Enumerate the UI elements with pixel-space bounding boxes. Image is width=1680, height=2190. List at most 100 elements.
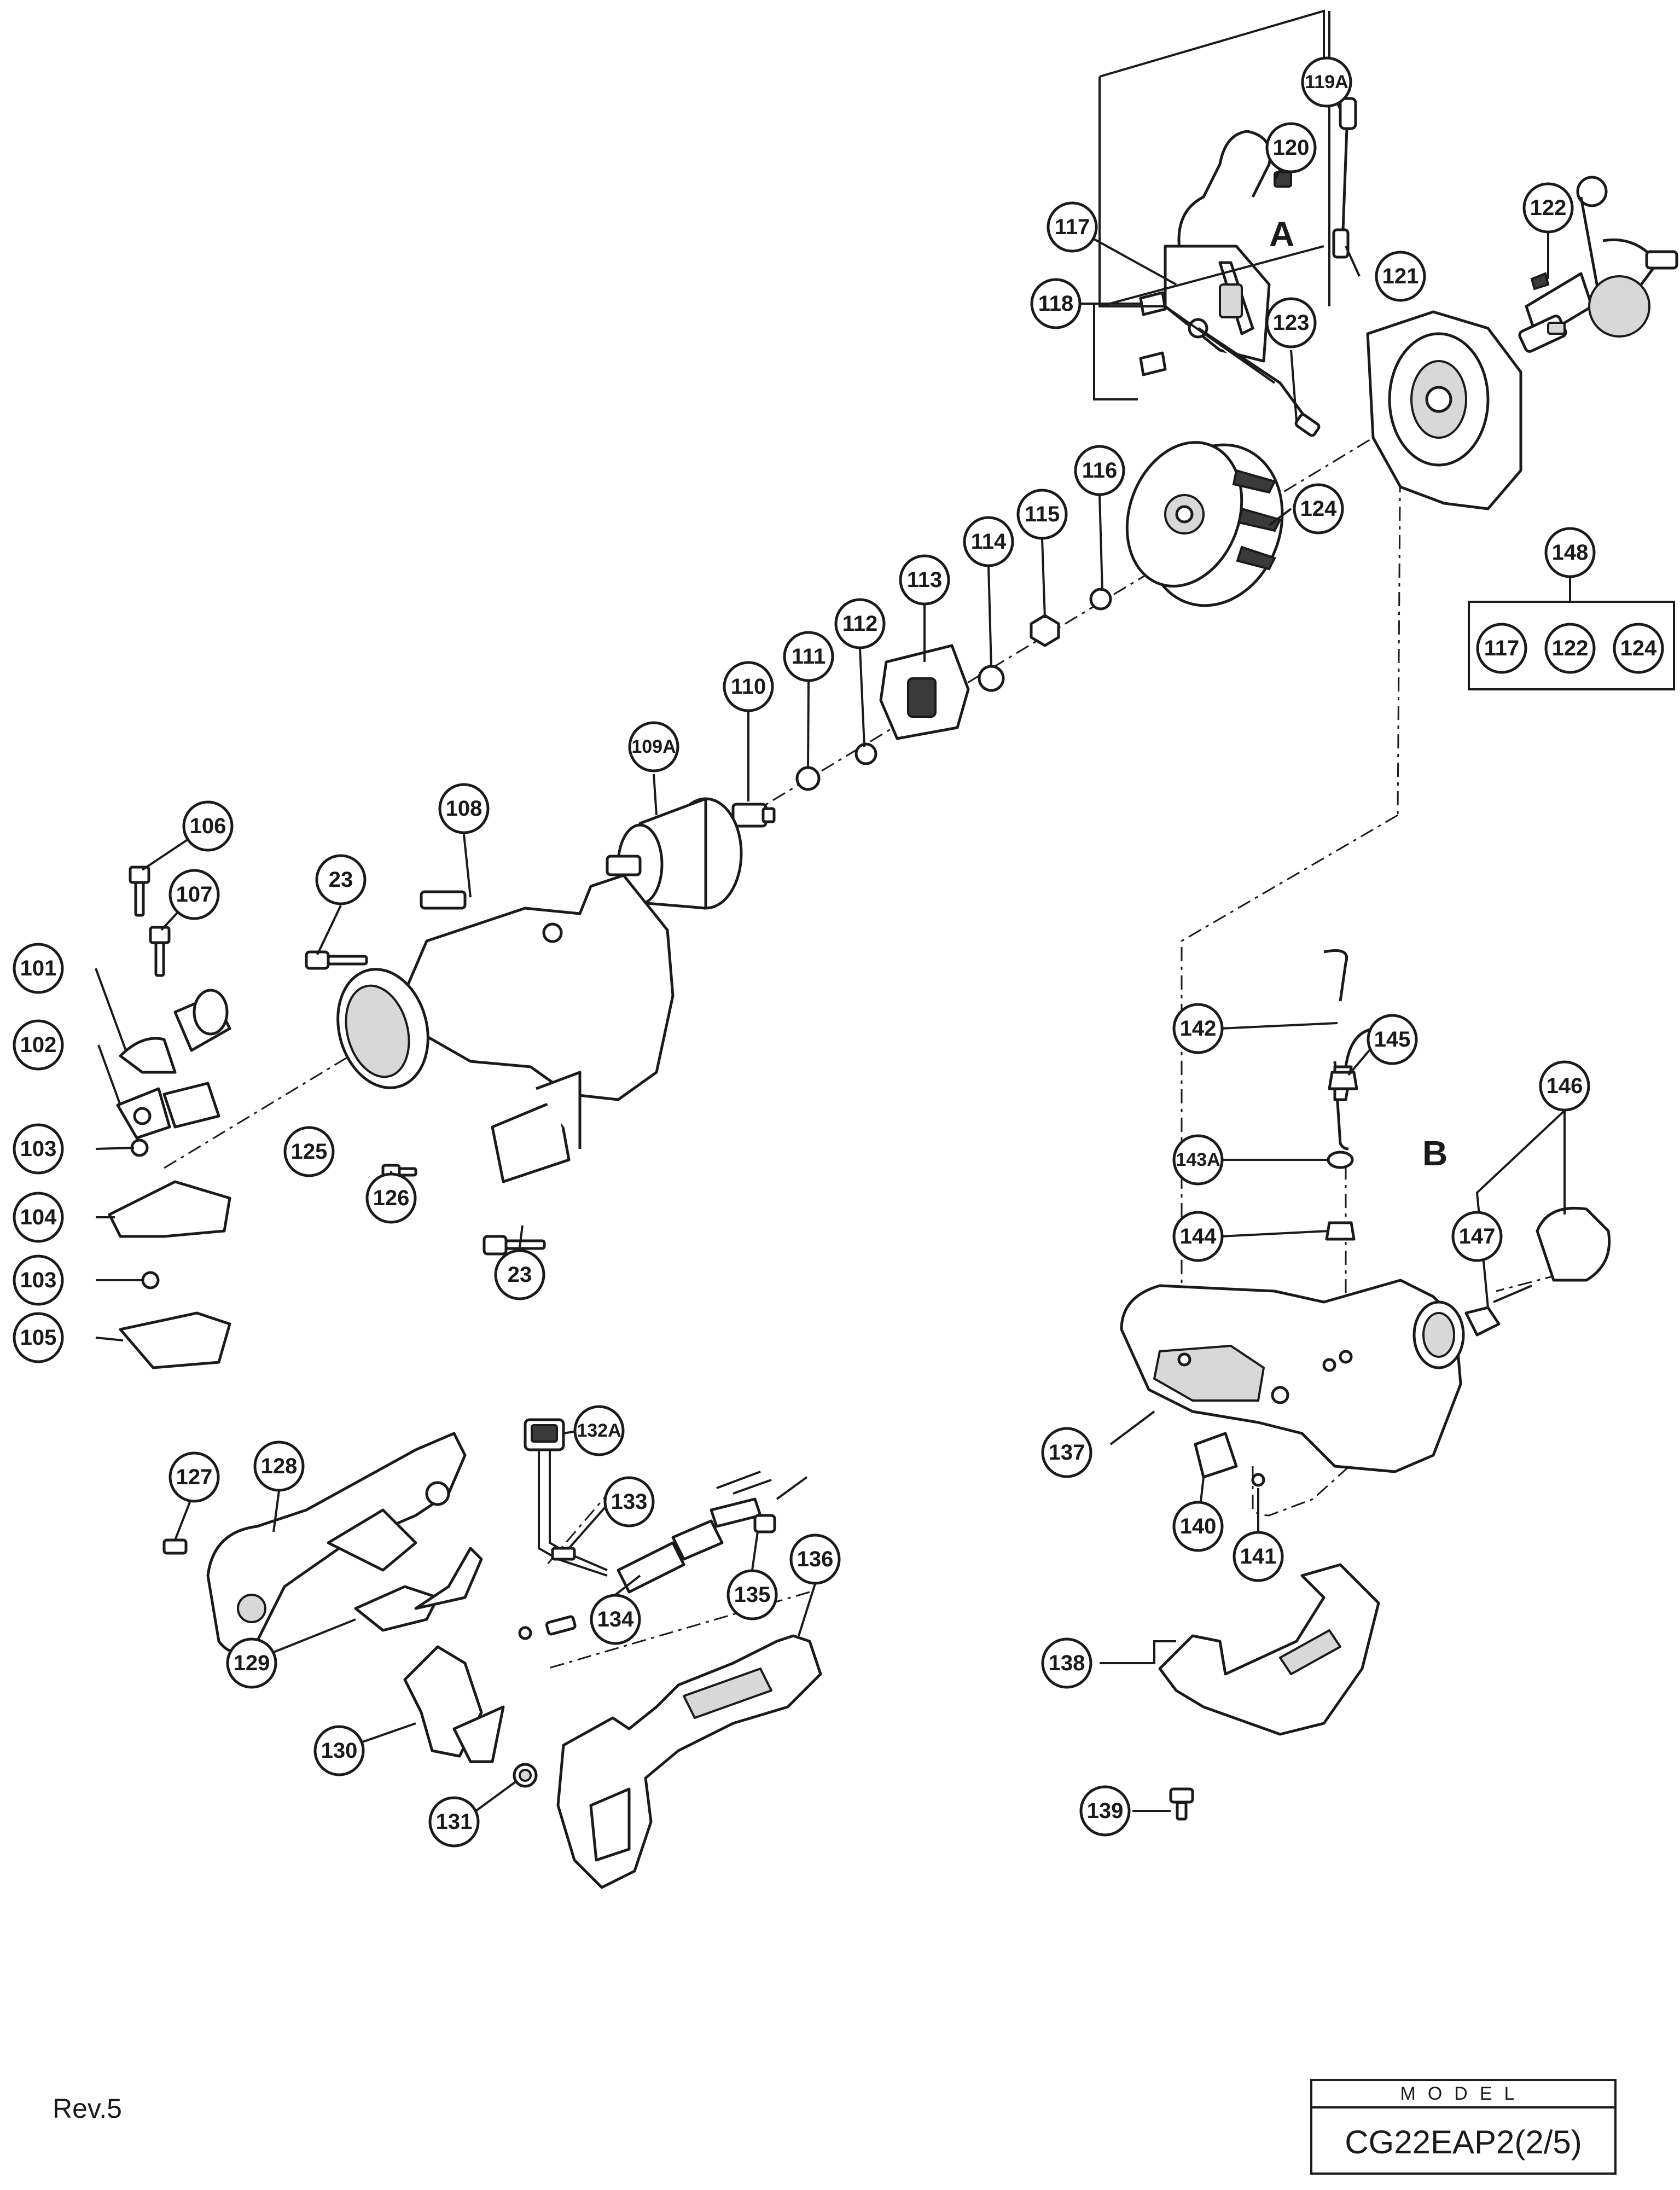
svg-text:126: 126 bbox=[373, 1186, 410, 1210]
svg-text:132A: 132A bbox=[577, 1420, 621, 1441]
svg-text:124: 124 bbox=[1620, 636, 1657, 660]
svg-text:106: 106 bbox=[190, 814, 226, 838]
front-handle bbox=[162, 1432, 467, 1654]
svg-text:124: 124 bbox=[1300, 497, 1337, 521]
svg-text:130: 130 bbox=[321, 1739, 358, 1763]
callout-128: 128 bbox=[253, 1440, 305, 1492]
svg-text:133: 133 bbox=[611, 1490, 648, 1514]
callout-113: 113 bbox=[899, 554, 950, 606]
screws bbox=[129, 865, 546, 1256]
svg-text:119A: 119A bbox=[1305, 72, 1348, 92]
svg-text:118: 118 bbox=[1038, 292, 1074, 316]
svg-text:123: 123 bbox=[1273, 311, 1310, 335]
svg-text:131: 131 bbox=[436, 1810, 473, 1834]
svg-text:117: 117 bbox=[1484, 636, 1520, 660]
svg-text:141: 141 bbox=[1240, 1544, 1277, 1569]
callout-112: 112 bbox=[834, 598, 886, 649]
svg-text:115: 115 bbox=[1025, 502, 1060, 526]
svg-text:116: 116 bbox=[1082, 458, 1118, 483]
svg-text:105: 105 bbox=[20, 1326, 57, 1350]
callout-102: 102 bbox=[13, 1019, 64, 1071]
svg-text:103: 103 bbox=[20, 1137, 57, 1161]
model-name: CG22EAP2(2/5) bbox=[1345, 2124, 1582, 2160]
svg-text:144: 144 bbox=[1180, 1224, 1217, 1248]
svg-text:134: 134 bbox=[597, 1607, 634, 1631]
callout-127: 127 bbox=[168, 1451, 220, 1503]
svg-text:108: 108 bbox=[446, 797, 483, 821]
svg-text:107: 107 bbox=[176, 882, 213, 907]
svg-text:103: 103 bbox=[20, 1268, 57, 1292]
callout-135: 135 bbox=[726, 1569, 778, 1620]
callout-114: 114 bbox=[963, 516, 1014, 567]
svg-text:104: 104 bbox=[20, 1205, 57, 1229]
svg-text:117: 117 bbox=[1055, 215, 1090, 239]
svg-text:135: 135 bbox=[734, 1583, 771, 1607]
handle-clamp-parts bbox=[108, 989, 231, 1369]
callout-104: 104 bbox=[13, 1192, 64, 1243]
throttle-parts bbox=[354, 1547, 538, 1788]
callout-143a: 143A bbox=[1172, 1134, 1224, 1186]
svg-text:142: 142 bbox=[1180, 1016, 1217, 1041]
callout-117: 117 bbox=[1476, 623, 1527, 674]
callout-122: 122 bbox=[1522, 182, 1574, 234]
callout-119a: 119A bbox=[1301, 56, 1352, 108]
callout-124: 124 bbox=[1613, 623, 1664, 674]
switch-and-wires bbox=[518, 1418, 808, 1640]
callout-124: 124 bbox=[1293, 483, 1344, 535]
crankcase-assembly bbox=[1366, 176, 1678, 510]
callout-142: 142 bbox=[1172, 1003, 1224, 1054]
svg-text:127: 127 bbox=[176, 1465, 213, 1489]
callout-109a: 109A bbox=[628, 721, 679, 772]
callout-148: 148 bbox=[1544, 527, 1596, 578]
callout-130: 130 bbox=[313, 1725, 365, 1776]
svg-text:147: 147 bbox=[1459, 1224, 1496, 1248]
fan-housing bbox=[336, 874, 675, 1183]
rear-handle bbox=[556, 1634, 822, 1889]
callout-138: 138 bbox=[1041, 1637, 1092, 1689]
svg-text:145: 145 bbox=[1374, 1027, 1411, 1052]
callout-103: 103 bbox=[13, 1254, 64, 1306]
callout-122: 122 bbox=[1544, 623, 1596, 674]
callout-108: 108 bbox=[438, 783, 490, 834]
callout-139: 139 bbox=[1079, 1785, 1131, 1837]
callout-103: 103 bbox=[13, 1123, 64, 1175]
callout-137: 137 bbox=[1041, 1427, 1092, 1478]
callout-129: 129 bbox=[226, 1637, 277, 1689]
svg-text:146: 146 bbox=[1547, 1074, 1583, 1098]
svg-text:23: 23 bbox=[508, 1263, 532, 1287]
svg-text:113: 113 bbox=[907, 568, 943, 592]
callout-144: 144 bbox=[1172, 1211, 1224, 1262]
callout-115: 115 bbox=[1016, 489, 1068, 540]
callout-111: 111 bbox=[783, 631, 834, 682]
callout-123: 123 bbox=[1265, 297, 1317, 348]
callout-101: 101 bbox=[13, 943, 64, 994]
callout-106: 106 bbox=[182, 800, 234, 852]
callout-110: 110 bbox=[723, 661, 774, 712]
svg-text:114: 114 bbox=[971, 530, 1007, 554]
flywheel bbox=[1125, 441, 1284, 607]
svg-text:109A: 109A bbox=[631, 736, 676, 757]
callout-120: 120 bbox=[1265, 122, 1317, 173]
svg-text:129: 129 bbox=[234, 1651, 270, 1675]
callout-133: 133 bbox=[603, 1476, 655, 1527]
svg-text:138: 138 bbox=[1049, 1651, 1085, 1675]
callout-141: 141 bbox=[1233, 1531, 1284, 1582]
callout-140: 140 bbox=[1172, 1501, 1224, 1552]
svg-text:112: 112 bbox=[842, 612, 878, 636]
svg-text:121: 121 bbox=[1382, 264, 1419, 288]
callout-118: 118 bbox=[1030, 278, 1082, 329]
callout-131: 131 bbox=[428, 1796, 480, 1848]
callout-121: 121 bbox=[1375, 251, 1426, 302]
callout-23: 23 bbox=[315, 854, 367, 905]
callout-136: 136 bbox=[789, 1533, 841, 1585]
handle-bracket bbox=[1158, 1563, 1380, 1821]
svg-text:122: 122 bbox=[1530, 196, 1567, 220]
callout-116: 116 bbox=[1074, 445, 1125, 496]
model-caption: MODEL bbox=[1312, 2081, 1614, 2108]
callout-105: 105 bbox=[13, 1312, 64, 1363]
callout-layer: 119A 120 117 118 121 122 123 124 116 115 114 113 112… bbox=[13, 56, 1664, 1848]
callout-23: 23 bbox=[494, 1249, 545, 1300]
callout-146: 146 bbox=[1539, 1060, 1590, 1112]
callout-134: 134 bbox=[590, 1594, 641, 1645]
